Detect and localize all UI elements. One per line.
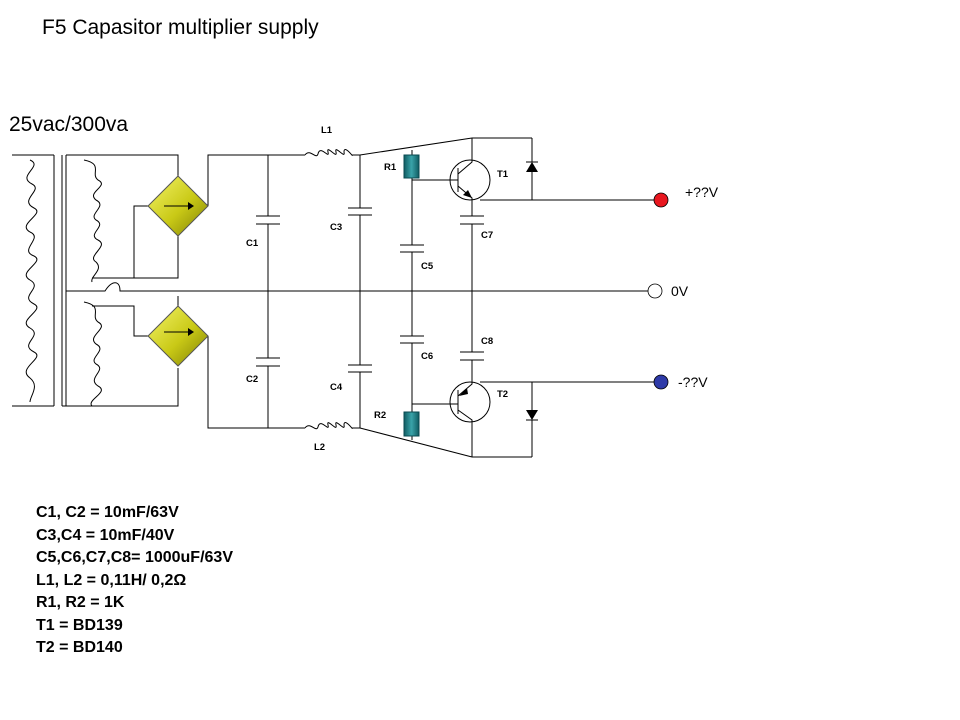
spec-line: R1, R2 = 1K (36, 594, 125, 611)
spec-line: T2 = BD140 (36, 639, 123, 656)
label-C4: C4 (330, 382, 343, 393)
label-C6: C6 (421, 351, 433, 362)
label-T2: T2 (497, 389, 508, 400)
diode-bottom (526, 410, 538, 421)
label-L2: L2 (314, 442, 325, 453)
label-C2: C2 (246, 374, 258, 385)
capacitor-C4: C4 (330, 364, 372, 393)
spec-line: C3,C4 = 10mF/40V (36, 526, 175, 544)
terminal-ground: 0V (647, 283, 689, 299)
spec-line: T1 = BD139 (36, 616, 123, 634)
diagram-title: F5 Capasitor multiplier supply (42, 16, 319, 39)
spec-line: C1, C2 = 10mF/63V (36, 504, 179, 521)
label-C8: C8 (481, 336, 493, 347)
spec-line: C5,C6,C7,C8= 1000uF/63V (36, 549, 233, 566)
inductor-L1: L1 (304, 125, 353, 157)
capacitor-C2: C2 (246, 357, 280, 385)
terminal-negative: -??V (653, 374, 708, 390)
bridge-rectifier-bottom (147, 305, 209, 367)
transformer-label: 25vac/300va (9, 113, 128, 136)
transistor-T2: T2 (449, 381, 508, 423)
wiring (62, 137, 654, 458)
terminal-ground-label: 0V (671, 283, 689, 299)
capacitor-C7: C7 (460, 215, 493, 241)
label-L1: L1 (321, 125, 333, 136)
spec-line: L1, L2 = 0,11H/ 0,2Ω (36, 571, 187, 589)
inductor-L2: L2 (304, 422, 353, 453)
capacitor-C5: C5 (400, 244, 434, 272)
label-R2: R2 (374, 410, 386, 421)
label-C1: C1 (246, 238, 259, 249)
resistor-R2: R2 (374, 410, 420, 437)
transformer (12, 154, 102, 407)
terminal-positive-label: +??V (685, 184, 719, 200)
label-C5: C5 (421, 261, 434, 272)
terminal-negative-label: -??V (678, 374, 708, 390)
label-C7: C7 (481, 230, 493, 241)
terminal-positive: +??V (653, 184, 719, 208)
diode-top (526, 161, 538, 172)
resistor-R1: R1 (384, 154, 420, 179)
label-R1: R1 (384, 162, 397, 173)
component-spec-list: C1, C2 = 10mF/63V C3,C4 = 10mF/40V C5,C6… (36, 502, 233, 660)
capacitor-C8: C8 (460, 336, 493, 361)
transistor-T1: T1 (449, 159, 509, 201)
bridge-rectifier-top (147, 175, 209, 237)
label-C3: C3 (330, 222, 342, 233)
capacitor-C1: C1 (246, 215, 280, 249)
capacitor-C3: C3 (330, 207, 372, 233)
capacitor-C6: C6 (400, 335, 433, 362)
label-T1: T1 (497, 169, 509, 180)
